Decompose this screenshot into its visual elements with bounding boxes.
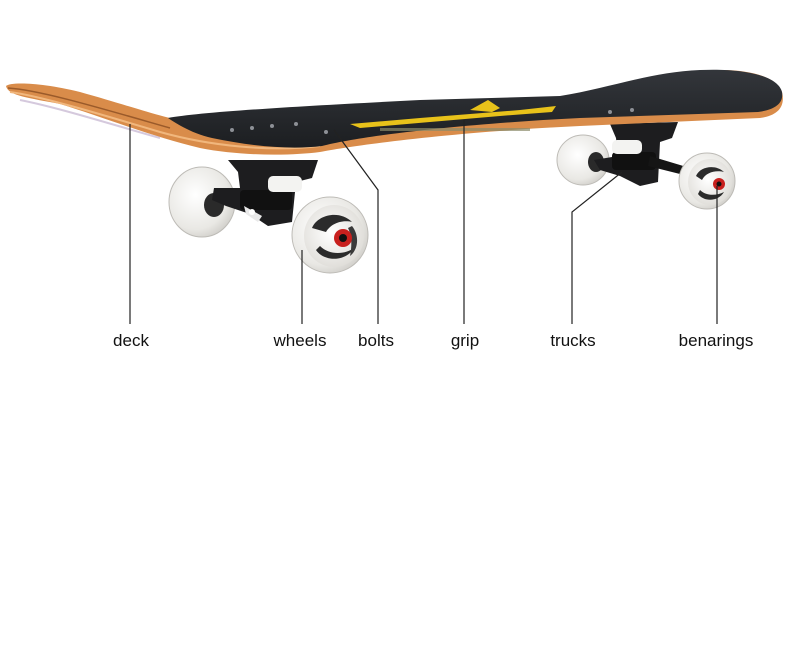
front-truck (594, 122, 690, 186)
deck-ply-stripe (9, 91, 321, 150)
grip-label: grip (451, 331, 479, 350)
trucks-leader-line (571, 171, 623, 324)
rear-bearing (334, 229, 352, 247)
rear-truck (212, 160, 318, 226)
front-bearing (713, 178, 725, 190)
front-wheel-front (678, 152, 736, 210)
wheels-label: wheels (273, 331, 327, 350)
bolts-leader-line (333, 129, 379, 324)
deck-label: deck (113, 331, 149, 350)
rear-wheel-front (291, 196, 369, 274)
bolts-label: bolts (358, 331, 394, 350)
bolt-heads (230, 108, 634, 134)
bearings-label: benarings (679, 331, 754, 350)
grip-graphic (350, 100, 556, 131)
trucks-label: trucks (550, 331, 595, 350)
